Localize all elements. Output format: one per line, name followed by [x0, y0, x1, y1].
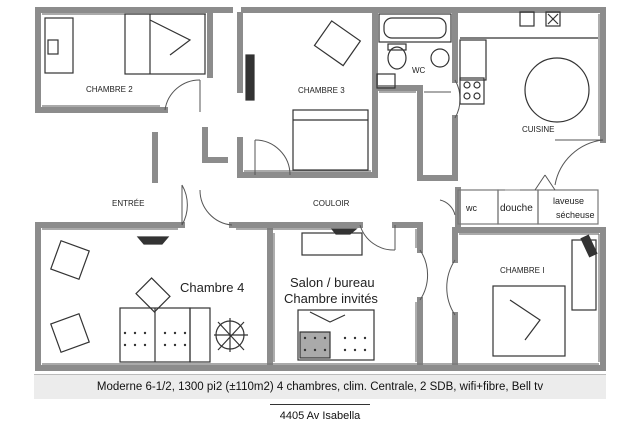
- label-douche: douche: [500, 203, 533, 214]
- label-chambre1: CHAMBRE I: [500, 266, 544, 275]
- label-wc-top: WC: [412, 66, 426, 75]
- thin-walls: [42, 13, 600, 365]
- description-text: Moderne 6-1/2, 1300 pi2 (±110m2) 4 chamb…: [96, 381, 544, 393]
- bed-chambre3: [292, 109, 369, 171]
- label-entree: ENTRÉE: [112, 199, 144, 208]
- label-wc-small: wc: [465, 203, 477, 213]
- desk-chambre2: [44, 17, 74, 74]
- bed-chambre1: [492, 285, 566, 357]
- doors: [164, 79, 604, 316]
- divider: [270, 404, 370, 405]
- label-salon-line1: Salon / bureau: [290, 275, 375, 290]
- bathtub: [378, 13, 452, 43]
- label-couloir: COULOIR: [313, 199, 350, 208]
- room-labels: CHAMBRE 2 CHAMBRE 3 WC CUISINE ENTRÉE CO…: [86, 66, 595, 306]
- label-salon-line2: Chambre invités: [284, 291, 378, 306]
- description-banner: Moderne 6-1/2, 1300 pi2 (±110m2) 4 chamb…: [34, 374, 606, 399]
- label-cuisine: CUISINE: [522, 125, 554, 134]
- walls: [35, 7, 606, 371]
- label-chambre3: CHAMBRE 3: [298, 86, 345, 95]
- bed-salon: [297, 309, 375, 361]
- dining-table: [524, 57, 590, 123]
- bed-chambre2: [124, 13, 206, 75]
- cushions: [123, 331, 367, 352]
- label-laveuse: laveuse: [553, 196, 584, 206]
- address-text: 4405 Av Isabella: [279, 410, 361, 422]
- furniture: [44, 11, 598, 363]
- label-chambre2: CHAMBRE 2: [86, 85, 133, 94]
- label-chambre4: Chambre 4: [180, 280, 244, 295]
- label-secheuse: sécheuse: [556, 210, 595, 220]
